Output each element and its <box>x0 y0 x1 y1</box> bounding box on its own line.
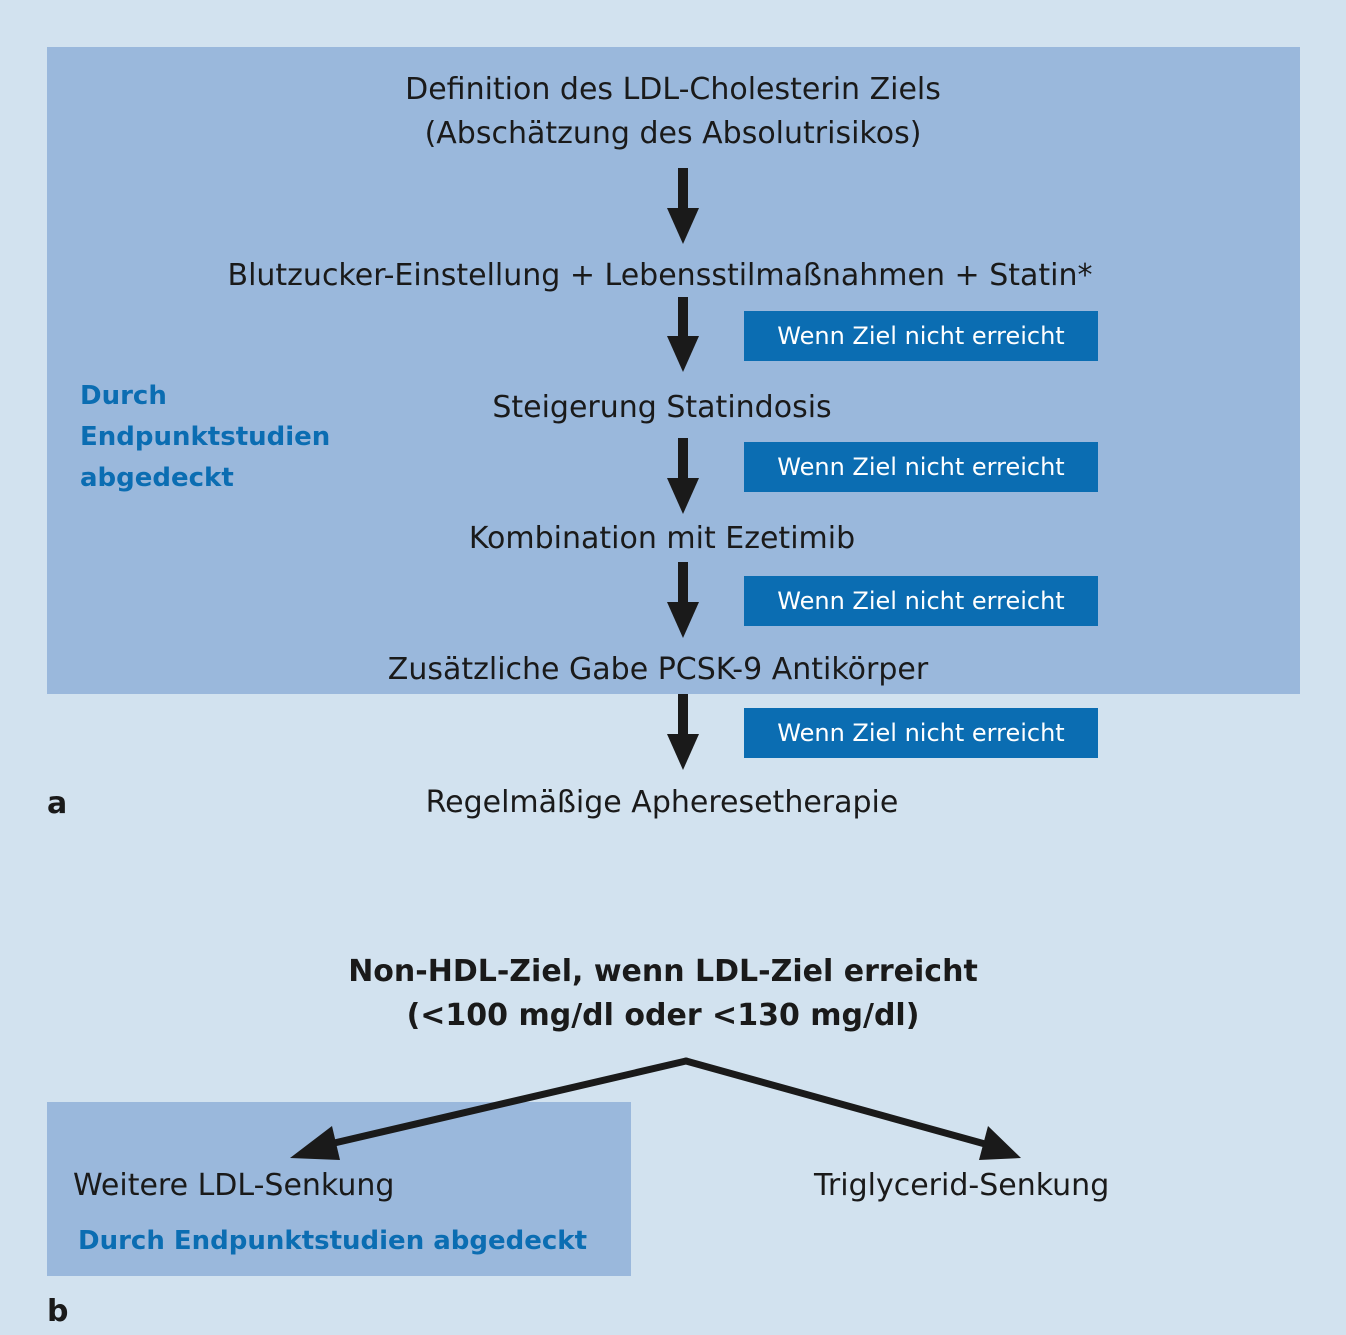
step-line: Kombination mit Ezetimib <box>468 521 856 556</box>
step-apheresis: Regelmäßige Apheresetherapie <box>0 781 1335 825</box>
step-statin-increase: Steigerung Statindosis <box>0 386 1335 430</box>
step-baseline-therapy: Blutzucker-Einstellung + Lebensstilmaßna… <box>0 254 1333 298</box>
branch-right-line <box>682 1057 989 1148</box>
down-arrow-1 <box>667 168 699 244</box>
condition-box-4: Wenn Ziel nicht erreicht <box>744 708 1098 758</box>
panel-b-background <box>47 1102 631 1276</box>
step-line: Definition des LDL-Cholesterin Ziels <box>405 72 941 107</box>
step-line: (Abschätzung des Absolutrisikos) <box>424 116 922 151</box>
nonhdl-line: (<100 mg/dl oder <130 mg/dl) <box>406 998 920 1033</box>
option-ldl-lowering: Weitere LDL-Senkung <box>73 1168 395 1203</box>
down-arrow-3 <box>667 438 699 514</box>
step-ldl-target: Definition des LDL-Cholesterin Ziels (Ab… <box>0 68 1346 156</box>
panel-letter-b: b <box>47 1294 69 1329</box>
branch-right-head <box>979 1126 1021 1160</box>
covered-label-a: Durch Endpunktstudien abgedeckt <box>80 376 330 499</box>
down-arrow-5 <box>667 694 699 770</box>
step-line: Regelmäßige Apheresetherapie <box>425 785 899 820</box>
down-arrow-4 <box>667 562 699 638</box>
nonhdl-target: Non-HDL-Ziel, wenn LDL-Ziel erreicht (<1… <box>0 950 1336 1038</box>
condition-box-3: Wenn Ziel nicht erreicht <box>744 576 1098 626</box>
covered-label-line: abgedeckt <box>80 463 234 493</box>
condition-box-2: Wenn Ziel nicht erreicht <box>744 442 1098 492</box>
down-arrow-2 <box>667 297 699 372</box>
branch-left-head <box>290 1126 340 1160</box>
covered-label-line: Endpunktstudien <box>80 422 331 452</box>
branch-left-line <box>326 1057 690 1148</box>
covered-label-line: Durch <box>80 381 167 411</box>
nonhdl-line: Non-HDL-Ziel, wenn LDL-Ziel erreicht <box>348 954 978 989</box>
covered-label-b: Durch Endpunktstudien abgedeckt <box>78 1226 588 1256</box>
step-pcsk9: Zusätzliche Gabe PCSK-9 Antikörper <box>0 648 1331 692</box>
panel-letter-a: a <box>47 786 68 821</box>
step-line: Steigerung Statindosis <box>492 390 832 425</box>
condition-box-1: Wenn Ziel nicht erreicht <box>744 311 1098 361</box>
option-triglyceride-lowering: Triglycerid-Senkung <box>814 1168 1110 1203</box>
step-line: Blutzucker-Einstellung + Lebensstilmaßna… <box>227 258 1093 293</box>
step-ezetimib: Kombination mit Ezetimib <box>0 517 1335 561</box>
step-line: Zusätzliche Gabe PCSK-9 Antikörper <box>387 652 929 687</box>
